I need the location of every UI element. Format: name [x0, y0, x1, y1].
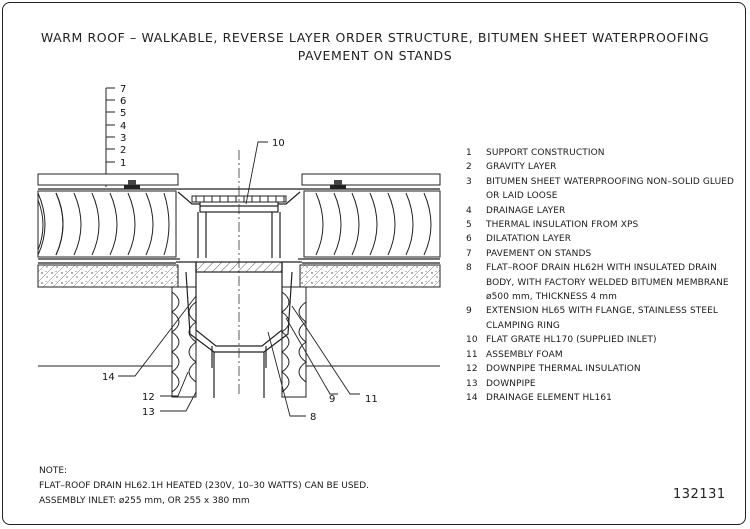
waterproofing-lines: [38, 258, 440, 264]
stack-label-7: 7: [120, 84, 126, 95]
downpipe: [213, 352, 265, 398]
callout-leaders: [118, 141, 360, 417]
legend-item: 8 FLAT–ROOF DRAIN HL62H WITH INSULATED DR…: [466, 261, 738, 304]
legend-item: 7 PAVEMENT ON STANDS: [466, 247, 738, 261]
legend-text: BITUMEN SHEET WATERPROOFING NON–SOLID GL…: [486, 176, 735, 202]
legend-number: 2: [466, 162, 472, 173]
layer-stack-leader: [105, 87, 115, 187]
legend-item: 5 THERMAL INSULATION FROM XPS: [466, 218, 738, 232]
note-line-1: FLAT–ROOF DRAIN HL62.1H HEATED (230V, 10…: [39, 481, 370, 492]
legend-text: GRAVITY LAYER: [486, 162, 557, 173]
stack-label-5: 5: [120, 108, 126, 119]
callout-9: 9: [329, 394, 335, 405]
legend-item: 14 DRAINAGE ELEMENT HL161: [466, 391, 738, 405]
legend-item: 11 ASSEMBLY FOAM: [466, 348, 738, 362]
note-block: NOTE: FLAT–ROOF DRAIN HL62.1H HEATED (23…: [39, 464, 369, 510]
legend-number: 4: [466, 205, 472, 216]
legend-item: 1 SUPPORT CONSTRUCTION: [466, 146, 738, 160]
legend-text: FLAT–ROOF DRAIN HL62H WITH INSULATED DRA…: [486, 263, 729, 303]
legend-number: 5: [466, 220, 472, 231]
callout-8: 8: [310, 412, 316, 423]
legend-text: FLAT GRATE HL170 (SUPPLIED INLET): [486, 335, 657, 346]
legend-text: SUPPORT CONSTRUCTION: [486, 148, 605, 158]
legend-number: 12: [466, 364, 478, 375]
callout-10: 10: [272, 138, 285, 149]
pavement-slabs: [37, 173, 441, 186]
drawing-subtitle: PAVEMENT ON STANDS: [297, 48, 453, 63]
legend-number: 9: [466, 306, 472, 317]
legend-number: 10: [466, 335, 478, 346]
callout-13: 13: [142, 407, 155, 418]
legend-text: DRAINAGE ELEMENT HL161: [486, 392, 612, 403]
legend-text: DRAINAGE LAYER: [486, 205, 566, 216]
legend-number: 7: [466, 248, 472, 259]
legend-text: ASSEMBLY FOAM: [486, 349, 563, 360]
stack-label-3: 3: [120, 133, 126, 144]
stack-label-6: 6: [120, 96, 126, 107]
legend-text: EXTENSION HL65 WITH FLANGE, STAINLESS ST…: [486, 306, 719, 331]
legend-number: 13: [466, 378, 478, 389]
legend-number: 1: [466, 148, 472, 158]
legend-item: 3 BITUMEN SHEET WATERPROOFING NON–SOLID G…: [466, 175, 738, 204]
note-line-2: ASSEMBLY INLET: ø255 mm, OR 255 x 380 mm: [39, 496, 250, 507]
legend-text: THERMAL INSULATION FROM XPS: [486, 220, 639, 231]
drawing-title: WARM ROOF – WALKABLE, REVERSE LAYER ORDE…: [40, 30, 710, 45]
downpipe-insulation: [171, 286, 307, 398]
stack-label-4: 4: [120, 121, 126, 132]
stack-label-2: 2: [120, 145, 126, 156]
legend-item: 9 EXTENSION HL65 WITH FLANGE, STAINLESS S…: [466, 304, 738, 333]
legend-number: 8: [466, 263, 472, 274]
xps-insulation: [37, 190, 441, 258]
callout-12: 12: [142, 392, 155, 403]
callout-11: 11: [365, 394, 378, 405]
legend-text: DILATATION LAYER: [486, 234, 572, 245]
legend-text: DOWNPIPE THERMAL INSULATION: [486, 364, 641, 375]
pavement-stands: [124, 180, 346, 189]
legend: 1 SUPPORT CONSTRUCTION 2 GRAVITY LAYER 3 BI…: [466, 146, 738, 405]
legend-number: 11: [466, 349, 478, 360]
note-heading: NOTE:: [39, 466, 68, 476]
legend-text: DOWNPIPE: [486, 378, 536, 389]
legend-item: 2 GRAVITY LAYER: [466, 160, 738, 174]
legend-item: 6 DILATATION LAYER: [466, 232, 738, 246]
legend-text: PAVEMENT ON STANDS: [486, 248, 592, 259]
support-construction-slab: [37, 264, 441, 288]
legend-number: 6: [466, 234, 472, 245]
stack-label-1: 1: [120, 158, 126, 169]
callout-14: 14: [102, 372, 115, 383]
legend-item: 12 DOWNPIPE THERMAL INSULATION: [466, 362, 738, 376]
legend-item: 10 FLAT GRATE HL170 (SUPPLIED INLET): [466, 333, 738, 347]
legend-number: 3: [466, 176, 472, 187]
legend-item: 4 DRAINAGE LAYER: [466, 204, 738, 218]
drawing-code: 132131: [673, 487, 726, 502]
legend-number: 14: [466, 392, 478, 403]
legend-item: 13 DOWNPIPE: [466, 377, 738, 391]
